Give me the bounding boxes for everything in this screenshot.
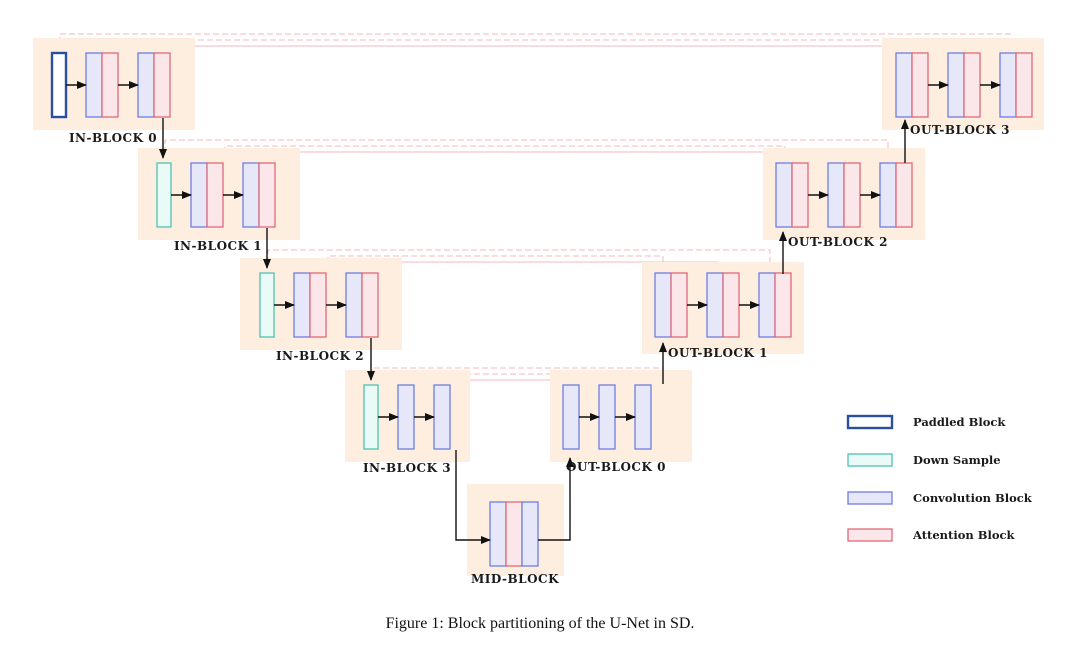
block-out1 bbox=[642, 262, 804, 354]
skip-level2-b bbox=[327, 255, 664, 272]
block-out2 bbox=[763, 148, 925, 240]
unit-in0-1-convolution bbox=[85, 52, 103, 118]
legend-swatch-padded bbox=[846, 414, 894, 430]
unit-in2-2-convolution bbox=[345, 272, 363, 338]
legend-swatch-conv bbox=[847, 491, 893, 505]
unit-out0-2-convolution bbox=[634, 384, 652, 450]
unit-in2-2-attention bbox=[361, 272, 379, 338]
unit-in1-1-attention bbox=[206, 162, 224, 228]
unit-out3-1-convolution bbox=[947, 52, 965, 118]
unit-in0-1-attention bbox=[101, 52, 119, 118]
unit-in1-2-convolution bbox=[242, 162, 260, 228]
unit-out2-2-attention bbox=[895, 162, 913, 228]
skip-level1-b bbox=[224, 145, 786, 162]
unet-block-diagram: IN-BLOCK 0 IN-BLOCK 1 IN-BLOCK 2 IN-BLOCK 3… bbox=[33, 33, 1044, 586]
flow-arrows bbox=[66, 81, 1001, 544]
unit-out1-1-attention bbox=[722, 272, 740, 338]
unit-mid-0-attention bbox=[505, 501, 523, 567]
unit-out1-1-convolution bbox=[706, 272, 724, 338]
unit-out2-0-convolution bbox=[775, 162, 793, 228]
unit-in0-0-padded-block bbox=[50, 51, 68, 119]
unit-out3-0-attention bbox=[911, 52, 929, 118]
unit-in3-1-convolution bbox=[397, 384, 415, 450]
block-in1 bbox=[138, 148, 300, 240]
skip-level0-c bbox=[169, 45, 959, 52]
legend-item-conv: Convolution Block bbox=[847, 491, 1033, 505]
legend-label-attn: Attention Block bbox=[912, 528, 1015, 542]
skip-level1-c bbox=[274, 151, 839, 162]
unit-out2-1-attention bbox=[843, 162, 861, 228]
unit-out2-0-attention bbox=[791, 162, 809, 228]
block-label-in2: IN-BLOCK 2 bbox=[276, 349, 364, 363]
block-label-mid: MID-BLOCK bbox=[471, 572, 559, 586]
block-in2 bbox=[240, 258, 402, 350]
block-label-out1: OUT-BLOCK 1 bbox=[668, 346, 768, 360]
unit-in1-2-attention bbox=[258, 162, 276, 228]
unit-out2-2-convolution bbox=[879, 162, 897, 228]
block-label-in0: IN-BLOCK 0 bbox=[69, 131, 157, 145]
legend-swatch-attn bbox=[847, 528, 893, 542]
legend-swatch-down bbox=[847, 453, 893, 467]
legend-item-down: Down Sample bbox=[847, 453, 1001, 467]
block-label-in1: IN-BLOCK 1 bbox=[174, 239, 262, 253]
flow-mid-out0 bbox=[538, 457, 574, 541]
unit-out1-0-attention bbox=[670, 272, 688, 338]
legend-label-padded: Paddled Block bbox=[913, 415, 1006, 429]
unit-in1-1-convolution bbox=[190, 162, 208, 228]
unit-mid-0-convolution-a bbox=[489, 501, 507, 567]
block-in3 bbox=[345, 370, 470, 462]
unit-out1-2-convolution bbox=[758, 272, 776, 338]
unit-in2-1-attention bbox=[309, 272, 327, 338]
skip-level0-a bbox=[59, 33, 1011, 52]
figure-caption: Figure 1: Block partitioning of the U-Ne… bbox=[385, 615, 695, 632]
unit-in3-0-down-sample bbox=[363, 384, 379, 450]
unit-out3-2-convolution bbox=[999, 52, 1017, 118]
unit-out1-2-attention bbox=[774, 272, 792, 338]
flow-in3-mid bbox=[455, 450, 491, 544]
unit-in3-2-convolution bbox=[433, 384, 451, 450]
unit-mid-0-convolution-b bbox=[521, 501, 539, 567]
block-label-in3: IN-BLOCK 3 bbox=[363, 461, 451, 475]
unit-out3-0-convolution bbox=[895, 52, 913, 118]
block-label-out0: OUT-BLOCK 0 bbox=[566, 460, 666, 474]
legend-label-conv: Convolution Block bbox=[913, 491, 1033, 505]
unit-out0-1-convolution bbox=[598, 384, 616, 450]
block-in0 bbox=[33, 38, 195, 130]
legend-item-padded: Paddled Block bbox=[846, 414, 1006, 430]
unit-in2-0-down-sample bbox=[259, 272, 275, 338]
unit-in0-2-convolution bbox=[137, 52, 155, 118]
blocks-layer: IN-BLOCK 0 IN-BLOCK 1 IN-BLOCK 2 IN-BLOCK 3… bbox=[33, 38, 1044, 586]
block-out3 bbox=[882, 38, 1044, 130]
unit-out1-0-convolution bbox=[654, 272, 672, 338]
block-label-out2: OUT-BLOCK 2 bbox=[788, 235, 888, 249]
block-label-out3: OUT-BLOCK 3 bbox=[910, 123, 1010, 137]
legend-label-down: Down Sample bbox=[913, 453, 1001, 467]
block-mid bbox=[467, 484, 564, 576]
unit-in0-2-attention bbox=[153, 52, 171, 118]
block-out0 bbox=[550, 370, 692, 462]
unit-in2-1-convolution bbox=[293, 272, 311, 338]
unit-out0-0-convolution bbox=[562, 384, 580, 450]
unit-out3-1-attention bbox=[963, 52, 981, 118]
unit-out3-2-attention bbox=[1015, 52, 1033, 118]
unit-in1-0-down-sample bbox=[156, 162, 172, 228]
unit-out2-1-convolution bbox=[827, 162, 845, 228]
legend-item-attn: Attention Block bbox=[847, 528, 1015, 542]
